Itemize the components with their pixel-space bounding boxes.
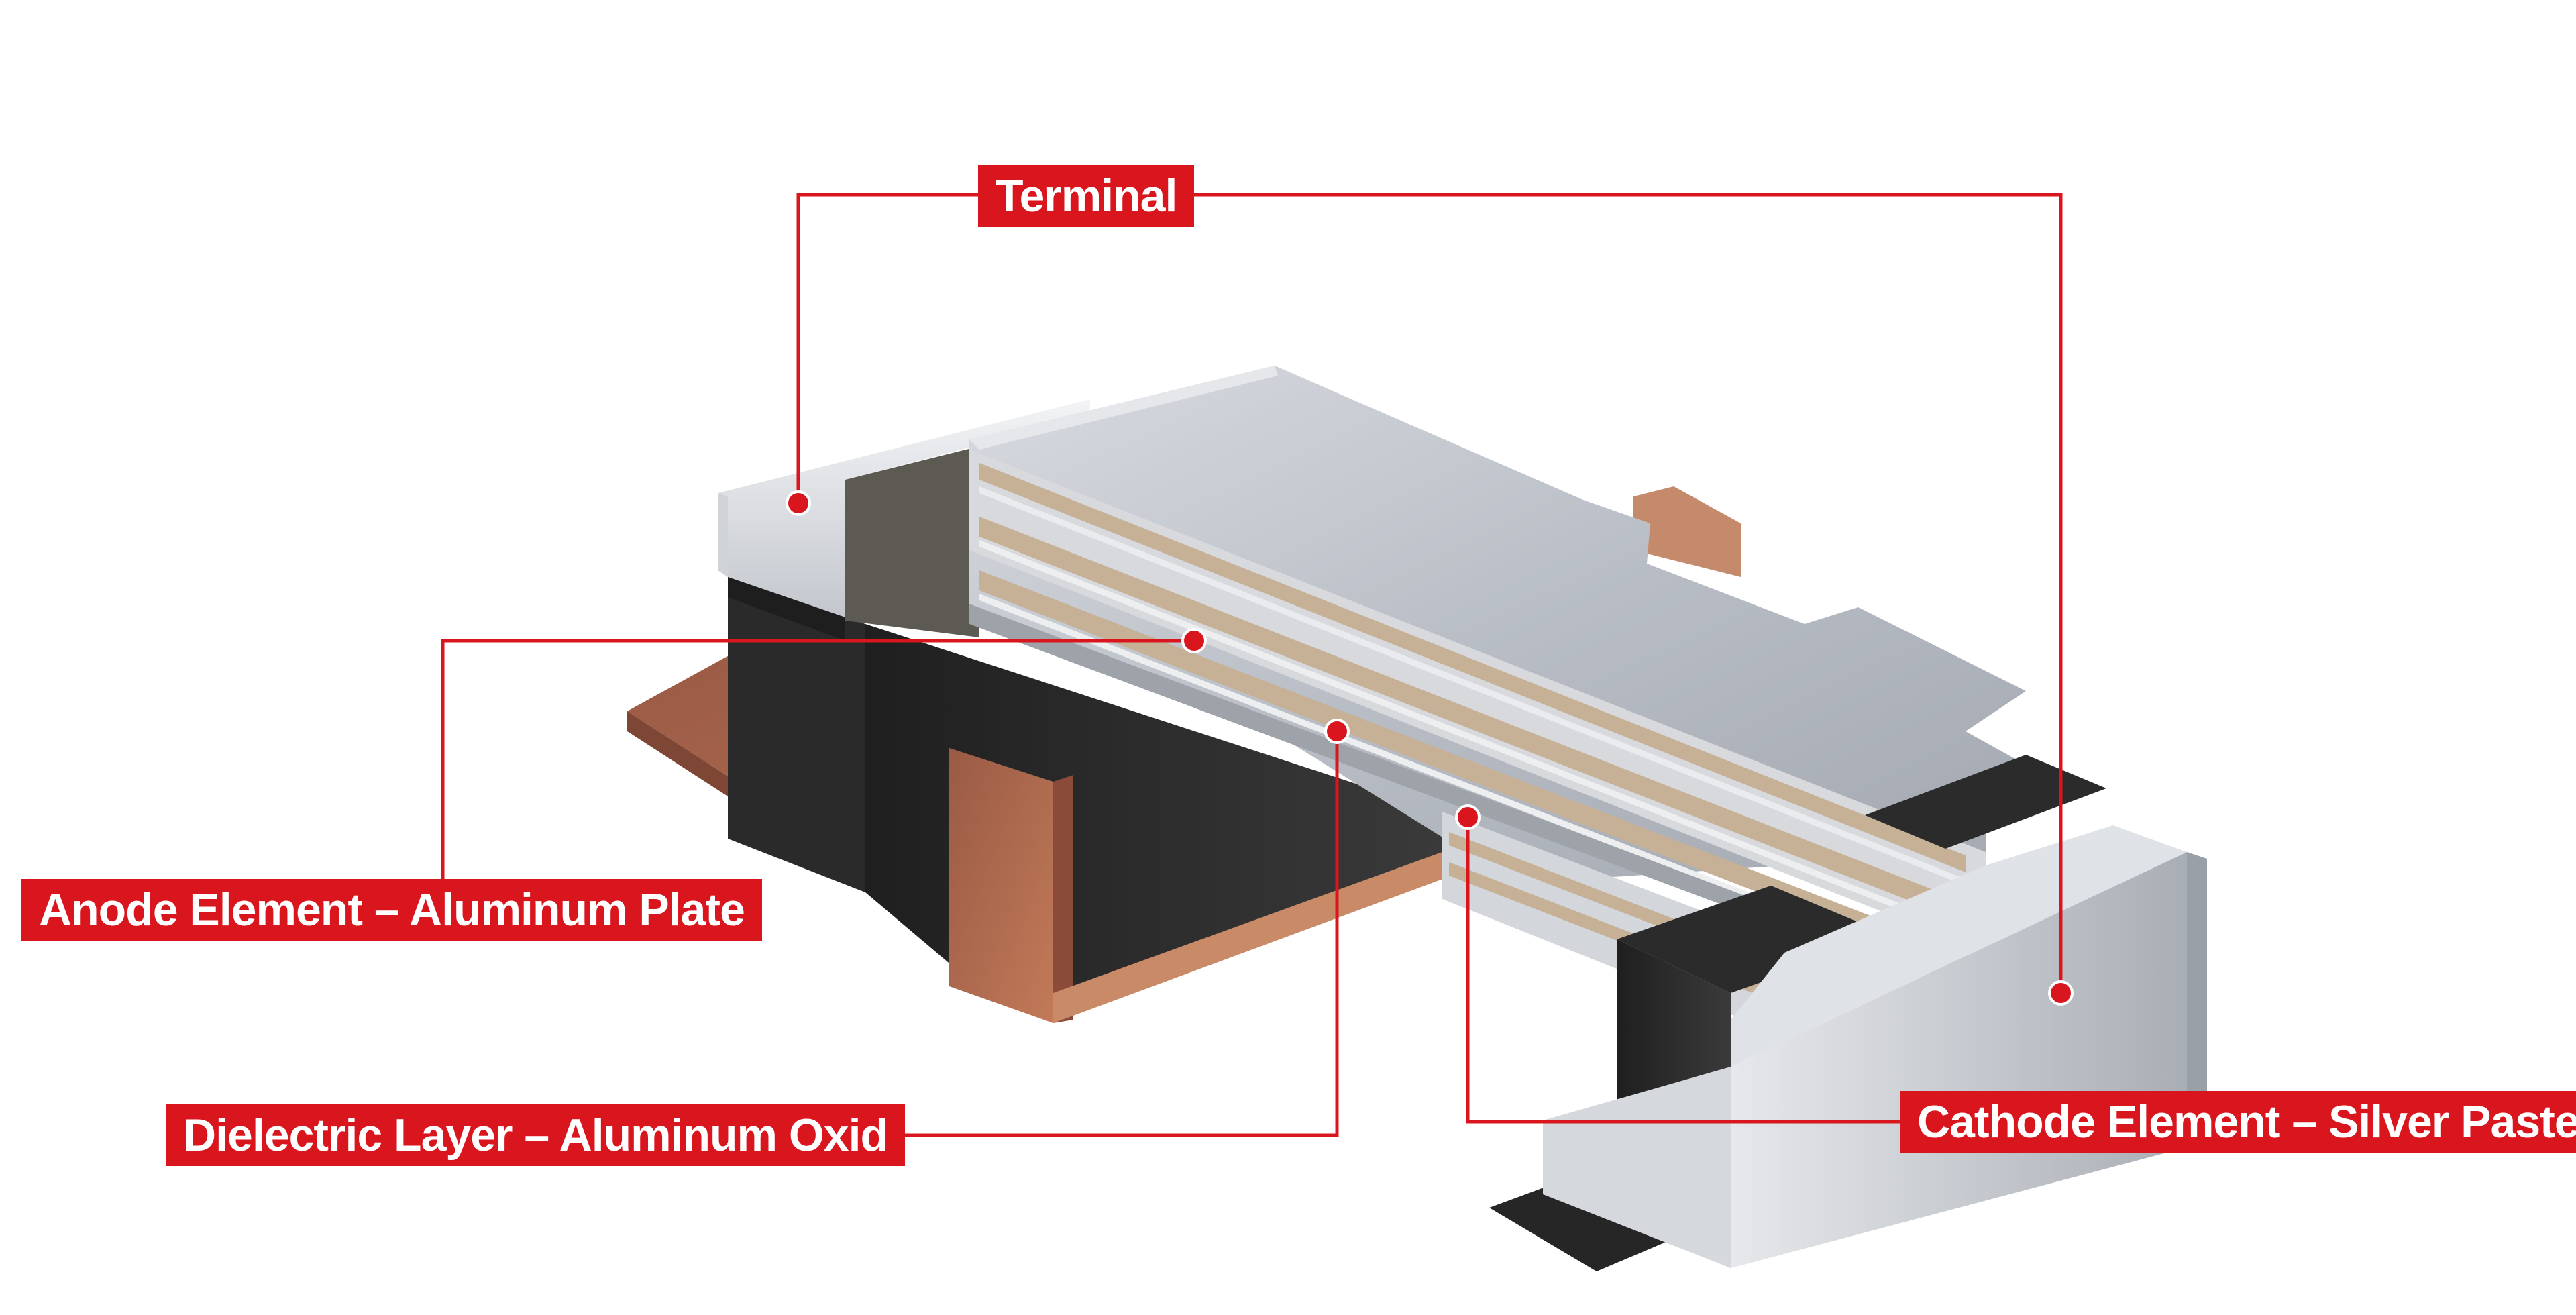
cathode-dot: [1455, 804, 1481, 830]
leader-dots: [786, 490, 2074, 1006]
cathode-terminal-block: [1543, 825, 2207, 1268]
leader-lines: [441, 193, 2063, 1137]
cathode-leader-line: [1466, 817, 1900, 1124]
terminal-dot-right: [2048, 980, 2074, 1006]
anode-dot: [1181, 628, 1207, 653]
copper-front-wall: [949, 748, 1479, 1023]
terminal-leader-line-right: [1179, 193, 2063, 993]
terminal-top-plate: [969, 366, 2026, 886]
dielectric-dot: [1324, 719, 1350, 744]
anode-terminal-wall: [718, 399, 1090, 641]
terminal-label: Terminal: [978, 165, 1195, 227]
dielectric-layer-label: Dielectric Layer – Aluminum Oxid: [166, 1104, 906, 1166]
dielectric-leader-line: [867, 731, 1339, 1137]
terminal-leader-line: [796, 193, 978, 503]
terminal-dot: [786, 490, 811, 516]
anode-element-label: Anode Element – Aluminum Plate: [21, 879, 762, 941]
anode-leader-line: [441, 639, 1194, 879]
rear-copper-tab: [1633, 486, 1741, 577]
dielectric-layers: [969, 450, 1986, 1003]
cathode-element-label: Cathode Element – Silver Paste: [1900, 1091, 2576, 1153]
